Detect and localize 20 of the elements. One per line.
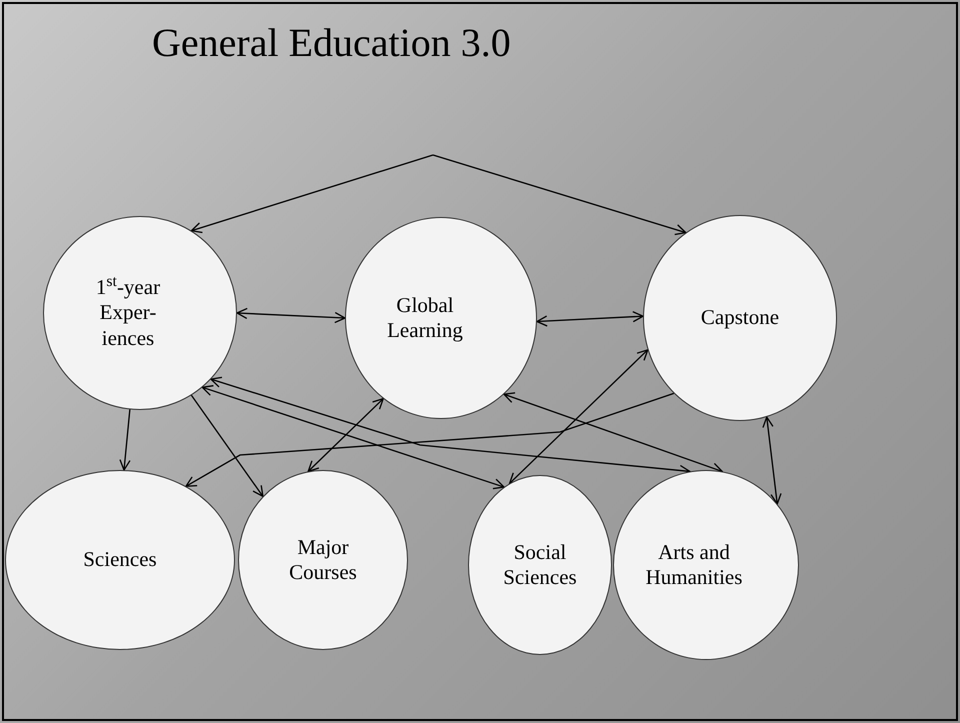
arrow xyxy=(762,416,782,505)
arrow xyxy=(190,394,264,497)
node-label: Global Learning xyxy=(386,292,464,344)
arrow xyxy=(536,311,644,327)
node-label: Arts and Humanities xyxy=(644,540,744,590)
node-label: Social Sciences xyxy=(502,540,578,590)
arrow xyxy=(508,349,648,484)
node-label: Capstone xyxy=(700,305,780,331)
arrow xyxy=(185,392,674,487)
arrow xyxy=(503,392,723,474)
arrow xyxy=(119,409,131,471)
arrow xyxy=(308,398,384,472)
arrow xyxy=(432,154,686,236)
arrow xyxy=(202,385,505,490)
arrow xyxy=(190,154,434,234)
title: General Education 3.0 xyxy=(152,19,511,67)
node-label: Sciences xyxy=(83,547,157,573)
node-label: Major Courses xyxy=(288,534,358,586)
node-label: 1$^{st}$-year Exper- iences xyxy=(94,275,162,351)
arrow xyxy=(236,308,346,324)
